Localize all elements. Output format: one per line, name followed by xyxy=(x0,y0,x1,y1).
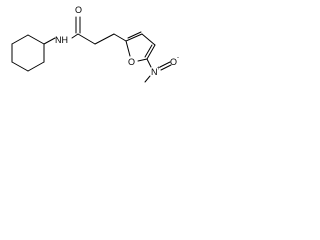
chain-bond xyxy=(94,33,115,45)
ring-bond xyxy=(11,34,29,45)
nh-carbonyl-bond xyxy=(71,33,79,39)
carbonyl-oxygen-label: O xyxy=(75,5,82,15)
nitro-double-bond xyxy=(159,61,172,71)
ring-bond xyxy=(127,31,142,39)
nh-label: NH xyxy=(55,35,68,45)
furan-oxygen-label: O xyxy=(128,57,135,67)
ring-bond xyxy=(141,33,156,46)
ring-bond xyxy=(11,61,29,72)
nitro-oxygen-label: O xyxy=(170,57,177,67)
chemical-structure: NH O O N + O - xyxy=(11,5,179,83)
nitro-single-bond xyxy=(144,75,151,83)
ring-nh-bond xyxy=(43,37,56,45)
nitro-nitrogen-charge: + xyxy=(157,66,161,72)
nitro-bond xyxy=(146,58,152,68)
ring-bond xyxy=(137,58,148,62)
ring-bond xyxy=(27,61,45,72)
chain-bond xyxy=(77,33,96,45)
ring-bond xyxy=(146,44,156,60)
nitro-oxygen-charge: - xyxy=(177,55,179,61)
nitro-nitrogen-label: N xyxy=(151,67,158,77)
ring-bond xyxy=(27,34,45,45)
carbonyl-double-bond xyxy=(75,16,81,34)
ring-bond xyxy=(125,40,131,57)
cyclohexane-ring xyxy=(11,34,45,72)
ring-bond xyxy=(144,44,153,58)
chain-bond xyxy=(113,33,127,42)
ring-bond xyxy=(125,33,143,42)
furan-ring xyxy=(125,31,156,62)
